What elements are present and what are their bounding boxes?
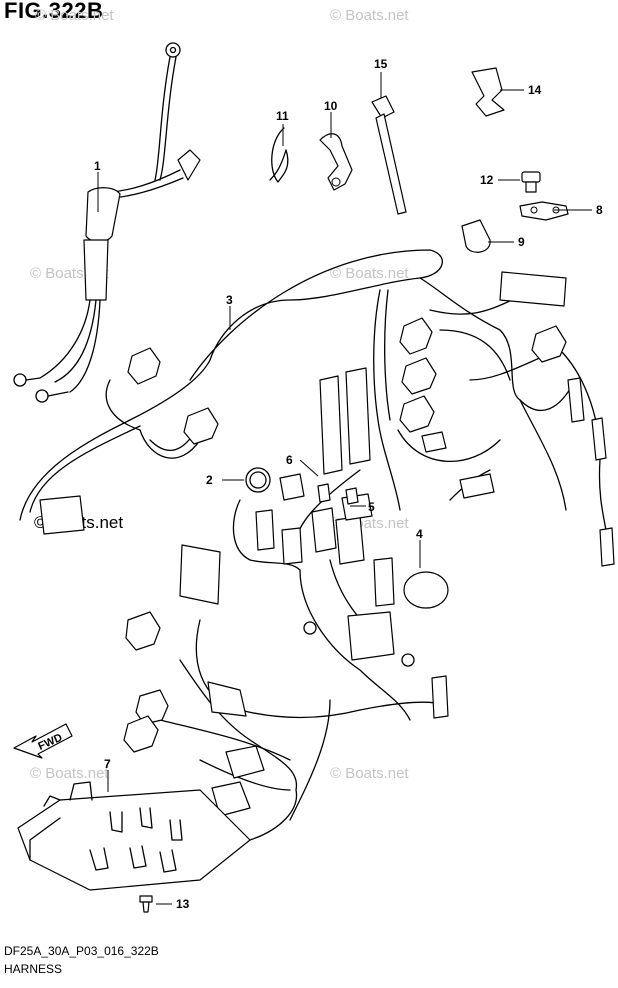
cable-tie-part-15 xyxy=(371,95,407,215)
callout-11: 11 xyxy=(276,109,289,123)
callouts: 1 2 3 4 5 6 7 8 9 10 11 12 13 14 15 xyxy=(94,57,603,911)
callout-3: 3 xyxy=(226,293,233,307)
battery-cable-part xyxy=(13,42,201,403)
callout-7: 7 xyxy=(104,757,111,771)
callout-13: 13 xyxy=(176,897,190,911)
watermark: © Boats.net xyxy=(330,265,409,282)
connectors xyxy=(39,271,615,817)
callout-4: 4 xyxy=(416,527,423,541)
clamp-part-10 xyxy=(319,133,353,191)
diagram-name: HARNESS xyxy=(4,962,63,976)
clip-part-11 xyxy=(269,127,289,183)
relays-and-fuses xyxy=(245,367,449,661)
callout-1: 1 xyxy=(94,159,101,173)
plate-part-8 xyxy=(519,201,569,221)
callout-15: 15 xyxy=(374,57,388,71)
callout-5: 5 xyxy=(368,500,375,514)
fwd-arrow: FWD xyxy=(13,723,73,759)
bolt-part-12 xyxy=(521,171,541,193)
watermark: © Boats.net xyxy=(30,765,109,782)
fwd-label: FWD xyxy=(36,732,64,753)
watermark: © Boats.net xyxy=(330,765,409,782)
callout-12: 12 xyxy=(480,173,494,187)
callout-9: 9 xyxy=(518,235,525,249)
diagram-code: DF25A_30A_P03_016_322B xyxy=(4,944,159,958)
figure-title: FIG.322B xyxy=(4,0,104,23)
fuse-box-part-7 xyxy=(17,781,251,891)
screw-part-13 xyxy=(139,895,153,913)
leader-lines xyxy=(97,72,592,905)
main-harness-part-3 xyxy=(19,249,607,841)
callout-2: 2 xyxy=(206,473,213,487)
callout-6: 6 xyxy=(286,453,293,467)
clip-part-14 xyxy=(471,67,505,117)
callout-10: 10 xyxy=(324,99,338,113)
callout-8: 8 xyxy=(596,203,603,217)
clamp-part-9 xyxy=(461,219,491,253)
watermark: © Boats.net xyxy=(330,7,409,24)
watermark: © Boats.net xyxy=(35,7,114,24)
callout-14: 14 xyxy=(528,83,542,97)
